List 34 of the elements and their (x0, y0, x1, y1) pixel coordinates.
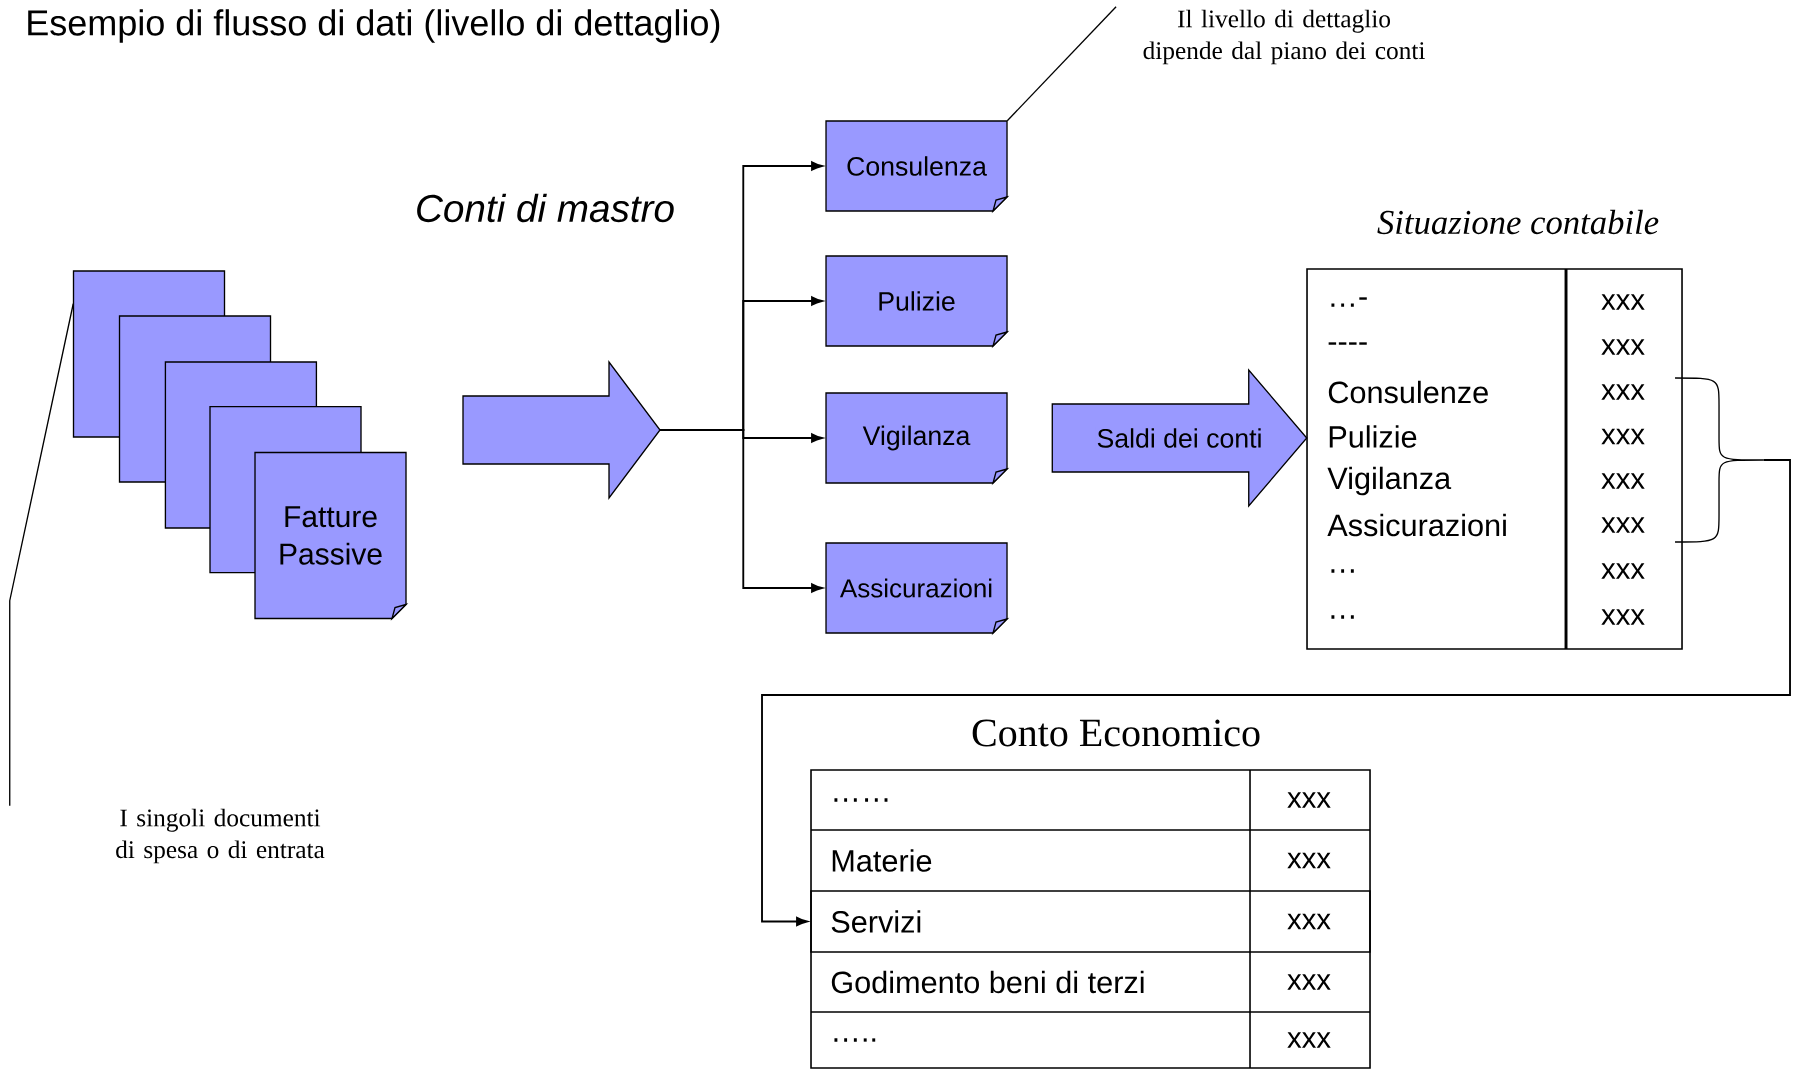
account-name: Consulenze (1328, 380, 1488, 404)
node-label: Situazione contabile (1377, 209, 1659, 235)
title: Esempio di flusso di dati (livello di dettaglio) (28, 9, 720, 43)
amount-value: xxx (1601, 517, 1645, 533)
account-name: ….. (834, 1038, 876, 1042)
block-arrow (462, 360, 661, 500)
amount-value: xxx (1601, 384, 1645, 400)
node-label: Conto Economico (972, 719, 1260, 747)
account-name: Assicurazioni (1327, 513, 1506, 537)
arrow (659, 429, 823, 593)
amount-value: xxx (1601, 339, 1645, 355)
account-name: …… (834, 798, 888, 802)
amount-value: xxx (1601, 473, 1645, 489)
note-text: I singoli documenti di spesa o di entrata (116, 808, 325, 864)
amount-value: xxx (1601, 294, 1645, 310)
edge-label: Saldi dei conti (1095, 426, 1264, 450)
note-text: Il livello di dettaglio dipende dal piano dei conti (1143, 9, 1425, 65)
amount-value: xxx (1287, 913, 1331, 930)
account-name: Vigilanza (1327, 466, 1452, 496)
account-name: … (1331, 569, 1354, 573)
leader-line (1006, 6, 1117, 122)
account-name: … (1331, 615, 1354, 619)
amount-value: xxx (1601, 609, 1645, 625)
section-heading: Conti di mastro (417, 193, 674, 223)
amount-value: xxx (1287, 1032, 1331, 1048)
arrow (761, 459, 1791, 927)
leader-line (9, 303, 74, 807)
account-name: ---- (1328, 342, 1367, 345)
curly-brace (1674, 377, 1764, 543)
amount-value: xxx (1287, 792, 1331, 808)
account-name: Pulizie (1329, 425, 1417, 448)
account-name: …- (1331, 297, 1367, 307)
amount-value: xxx (1601, 428, 1645, 445)
amount-value: xxx (1601, 563, 1645, 579)
